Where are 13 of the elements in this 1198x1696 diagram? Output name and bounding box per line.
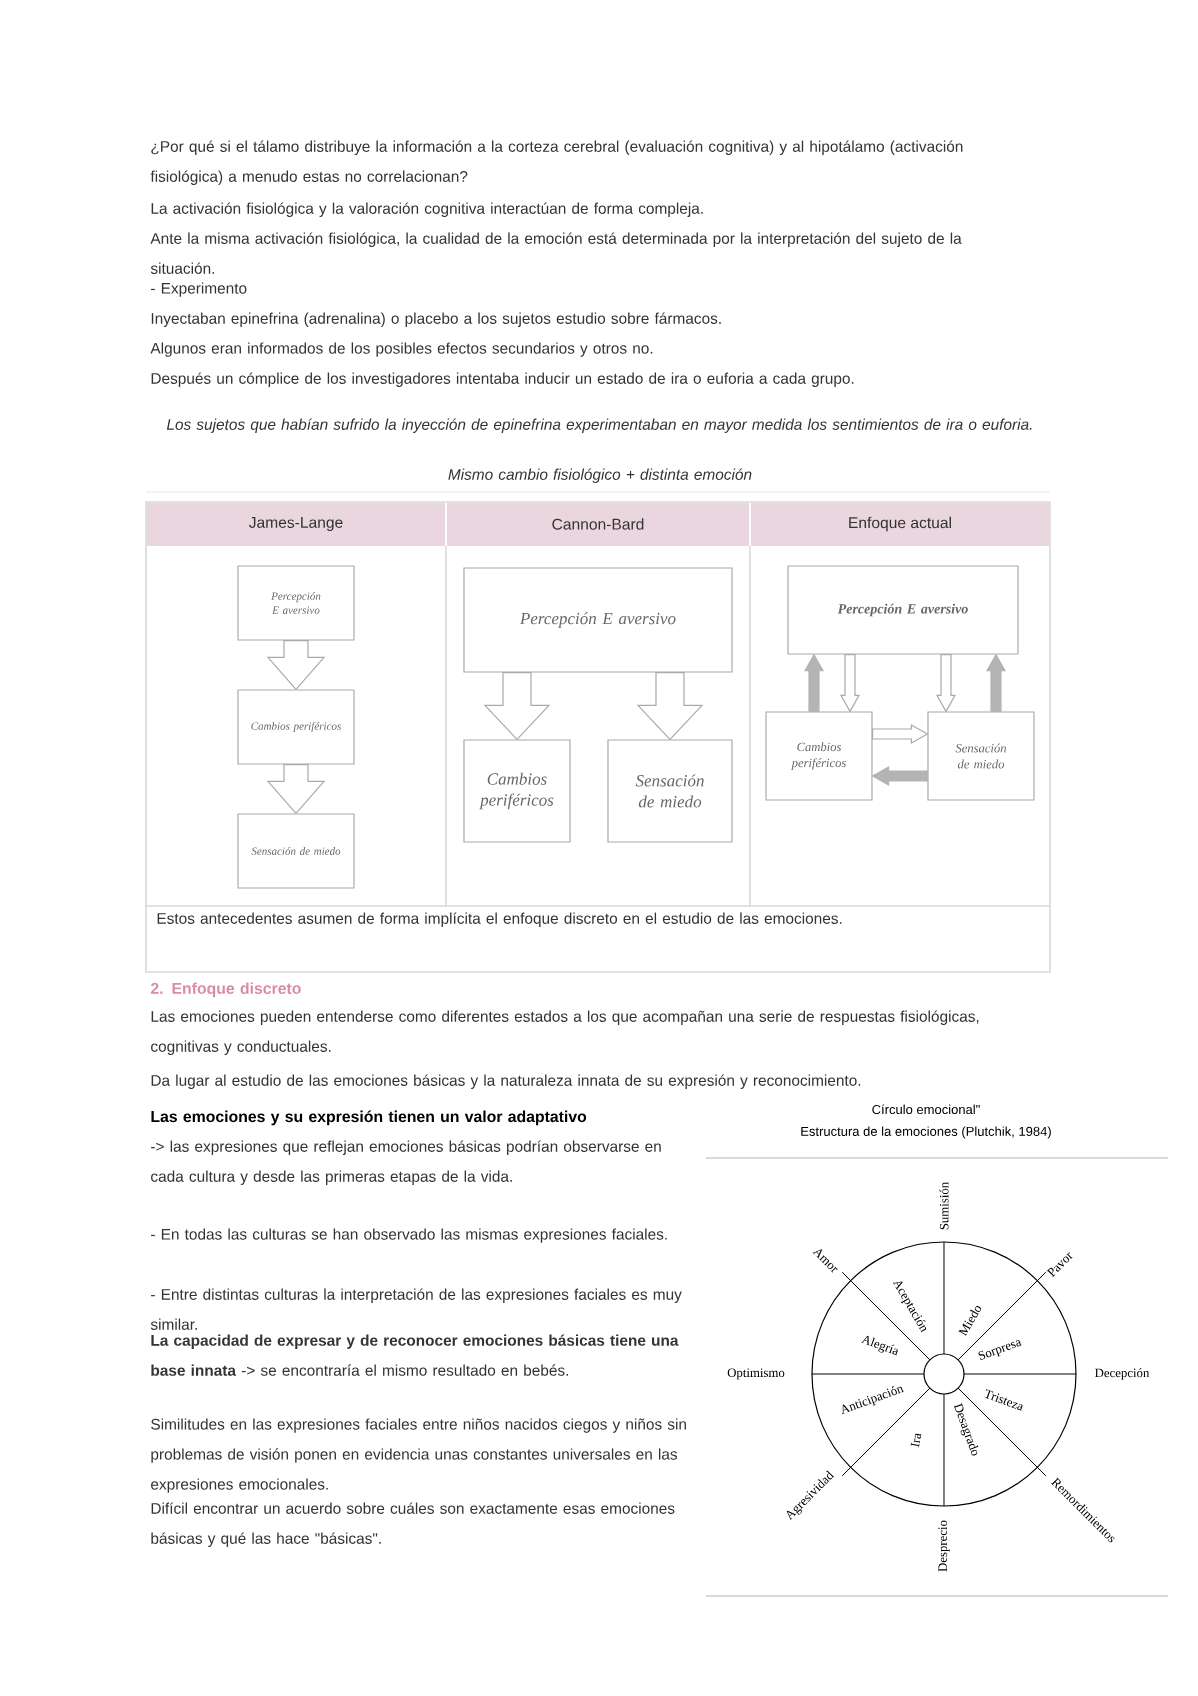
block-arrow xyxy=(839,654,860,713)
process-box: Cambios periféricos xyxy=(463,739,571,843)
block-arrow xyxy=(985,653,1006,712)
block-arrow xyxy=(266,640,326,691)
process-box: Percepción E aversivo xyxy=(463,567,733,673)
block-arrow xyxy=(483,672,551,741)
block-arrow xyxy=(872,724,929,745)
block-arrow xyxy=(935,654,956,713)
block-arrow xyxy=(803,653,824,712)
process-box: Sensación de miedo xyxy=(607,739,733,843)
block-arrow xyxy=(636,672,704,741)
block-arrow xyxy=(871,766,928,787)
block-arrow xyxy=(266,764,326,815)
